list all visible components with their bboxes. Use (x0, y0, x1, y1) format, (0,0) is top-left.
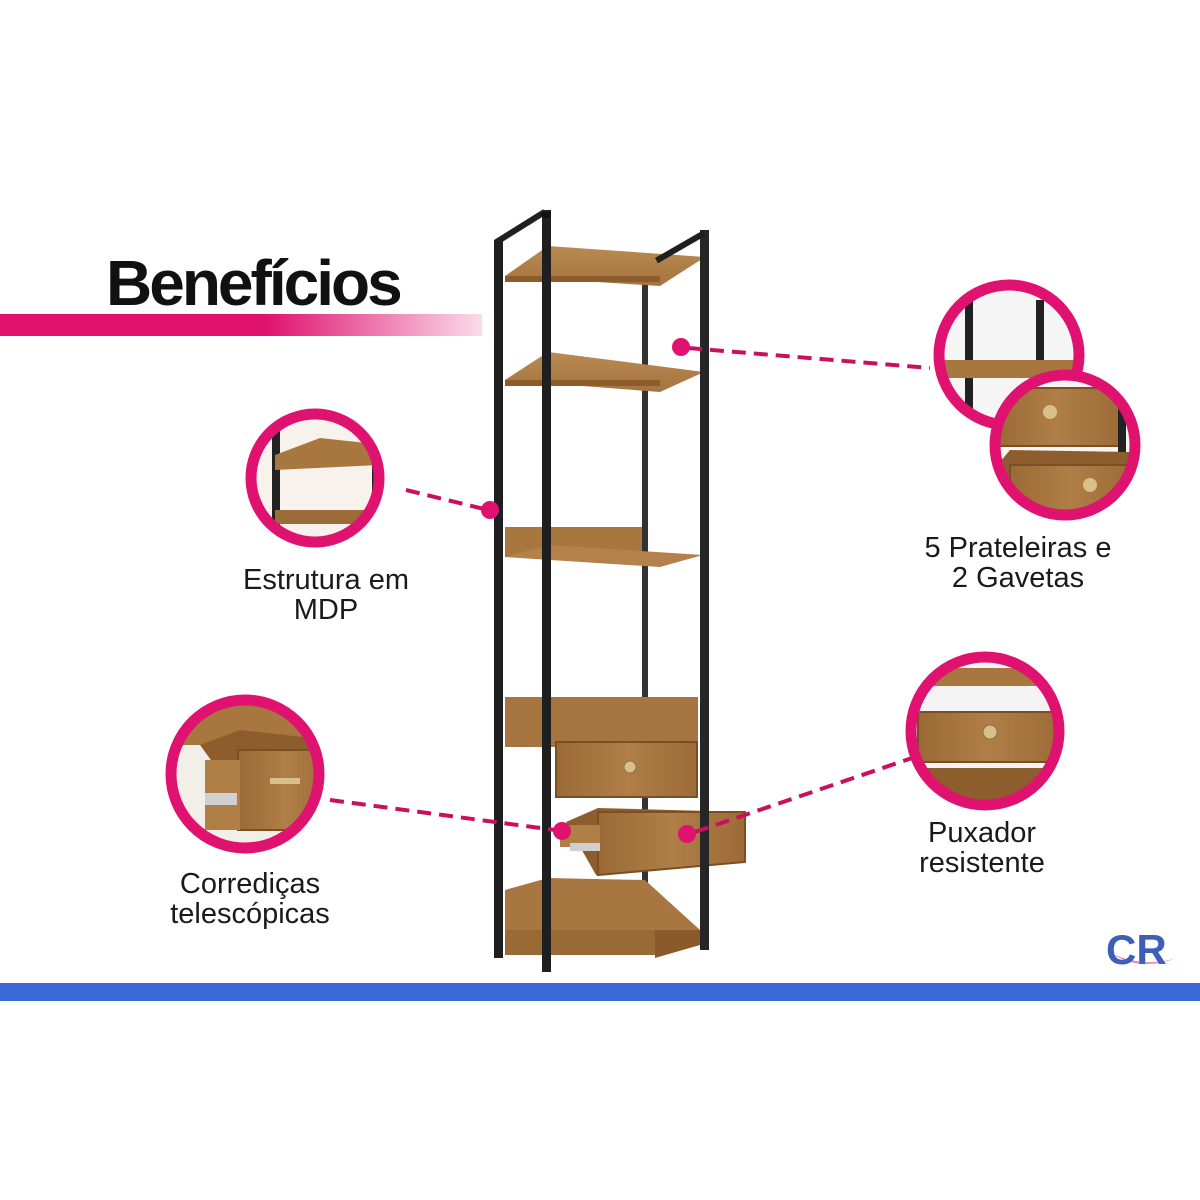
page-title: Benefícios (106, 247, 403, 319)
callout-connectors (329, 338, 931, 843)
zoom-circle-drawers (989, 369, 1141, 521)
zoom-circle-handle (905, 651, 1065, 811)
footer-bar (0, 983, 1200, 1001)
brand-logo: CR (1106, 926, 1176, 973)
callout-label-structure: Estrutura em MDP (243, 564, 409, 626)
callout-label-slides: Corrediças telescópicas (170, 868, 330, 930)
logo-text: CR (1106, 926, 1167, 973)
callout-label-handle: Puxador resistente (919, 817, 1045, 879)
title-underline-bar (0, 314, 482, 336)
shelf-unit (494, 209, 746, 972)
callout-label-shelves: 5 Prateleiras e 2 Gavetas (924, 532, 1112, 594)
zoom-circle-structure (245, 408, 385, 548)
logo-swoosh-icon (1112, 954, 1176, 965)
zoom-circle-slides (165, 694, 325, 854)
